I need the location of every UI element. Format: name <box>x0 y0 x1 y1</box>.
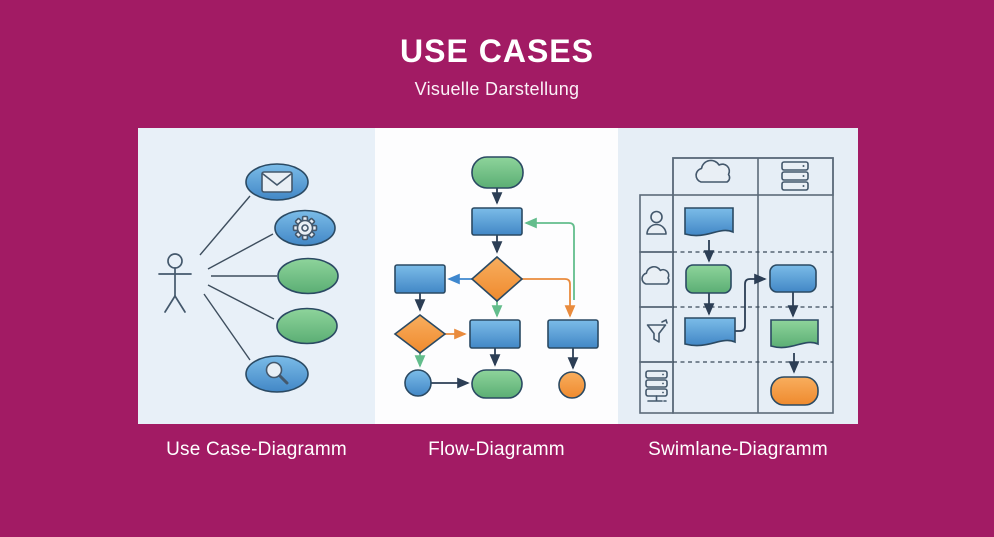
flow-connectors <box>414 188 579 389</box>
flow-end-circle <box>558 371 586 399</box>
server-icon <box>645 370 668 402</box>
flow-diagram <box>393 156 599 399</box>
flow-start-node <box>471 156 524 189</box>
flow-decision-2 <box>393 313 447 355</box>
swimlane-grid <box>672 157 834 414</box>
cloud-icon <box>695 159 731 183</box>
funnel-icon <box>646 318 668 343</box>
flow-process-left <box>394 264 446 294</box>
panel-swimlane-diagram <box>618 128 858 424</box>
caption-use-case: Use Case-Diagramm <box>166 439 347 460</box>
use-case-ellipse-green-1 <box>277 257 339 295</box>
flow-end-node <box>471 369 523 399</box>
swimlane-document-green <box>770 319 819 349</box>
diagram-panels <box>138 128 858 424</box>
flow-connector-circle <box>404 369 432 397</box>
swimlane-process-green <box>685 264 732 294</box>
panel-flow-diagram <box>375 128 618 424</box>
lane-cell-person <box>639 194 674 253</box>
panel-use-case-diagram <box>138 128 375 424</box>
use-case-ellipse-green-2 <box>276 307 338 345</box>
envelope-icon <box>261 171 293 193</box>
flow-process-center <box>469 319 521 349</box>
flow-process-top <box>471 207 523 236</box>
caption-row: Use Case-Diagramm Flow-Diagramm Swimlane… <box>138 439 858 461</box>
association-lines <box>199 195 277 361</box>
swimlane-diagram <box>639 157 834 414</box>
swimlane-connectors <box>703 240 800 374</box>
server-icon <box>781 161 809 191</box>
flow-process-right <box>547 319 599 349</box>
caption-swimlane: Swimlane-Diagramm <box>648 439 828 460</box>
actor-stick-figure <box>158 253 192 313</box>
magnifier-icon <box>265 361 289 385</box>
swimlane-process-blue <box>769 264 817 293</box>
swimlane-document-2 <box>684 317 736 347</box>
swimlane-document-1 <box>684 207 734 237</box>
flow-decision-1 <box>470 255 524 303</box>
use-case-diagram <box>158 163 339 393</box>
caption-flow: Flow-Diagramm <box>428 439 565 460</box>
person-icon <box>646 210 667 235</box>
gear-icon <box>292 215 318 241</box>
cloud-icon <box>641 265 670 285</box>
page-subtitle: Visuelle Darstellung <box>414 79 580 99</box>
swimlane-end-node <box>770 376 819 406</box>
page-title: USE CASES <box>400 33 594 69</box>
